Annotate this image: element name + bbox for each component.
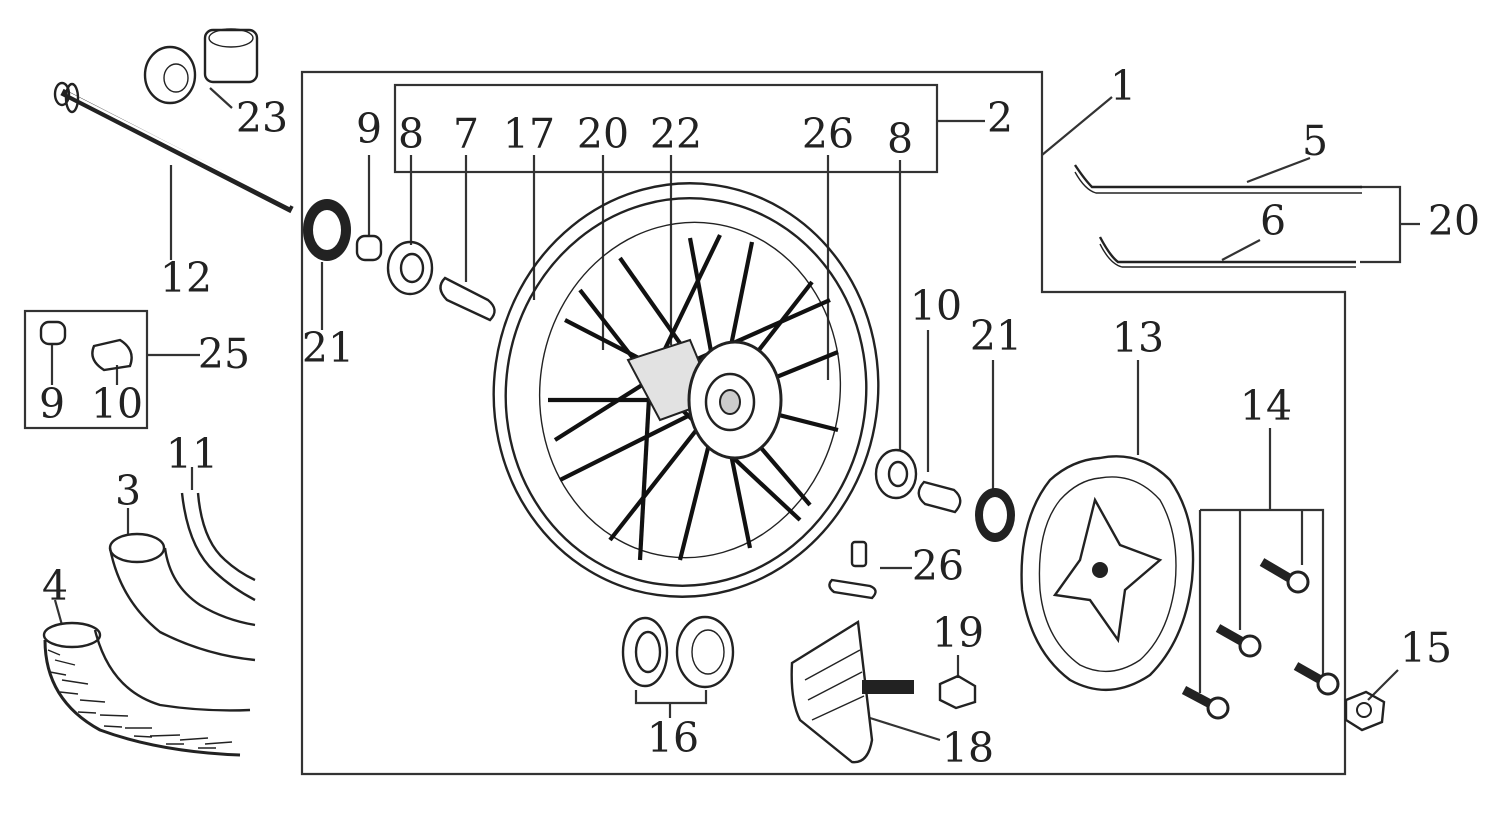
callout-9-box: 9 bbox=[39, 380, 65, 428]
callout-17: 17 bbox=[503, 110, 555, 158]
axle-icon bbox=[53, 81, 294, 214]
callout-18: 18 bbox=[942, 724, 994, 772]
callout-21-left: 21 bbox=[302, 324, 354, 372]
bearing-right-icon bbox=[874, 448, 1015, 542]
callout-25: 25 bbox=[198, 330, 250, 378]
callout-21-right: 21 bbox=[970, 312, 1022, 360]
valve-icon bbox=[828, 540, 877, 600]
oil-seal-left-icon bbox=[303, 199, 351, 261]
callout-12: 12 bbox=[160, 254, 212, 302]
assembly-frame bbox=[23, 70, 1347, 776]
collar-kit-icon bbox=[39, 320, 133, 372]
callout-8-right: 8 bbox=[887, 115, 913, 163]
disc-bolts-icon bbox=[1181, 558, 1340, 720]
callout-3: 3 bbox=[115, 467, 141, 515]
tire-icon bbox=[42, 621, 251, 757]
washer-icon bbox=[621, 615, 735, 689]
rim-lock-nut-icon bbox=[938, 674, 977, 710]
callout-26-valve: 26 bbox=[912, 542, 964, 590]
callout-11: 11 bbox=[166, 430, 218, 478]
callout-9-top: 9 bbox=[356, 105, 382, 153]
rim-band-icon bbox=[180, 492, 256, 602]
callout-20-top: 20 bbox=[577, 110, 629, 158]
wheel-icon bbox=[492, 182, 880, 598]
callout-15: 15 bbox=[1400, 624, 1452, 672]
callout-20-right: 20 bbox=[1428, 197, 1480, 245]
callout-4: 4 bbox=[42, 562, 68, 610]
callout-8-left: 8 bbox=[398, 110, 424, 158]
spoke-nipple-icon bbox=[143, 28, 259, 105]
callout-23: 23 bbox=[236, 94, 288, 142]
callout-10-right: 10 bbox=[910, 282, 962, 330]
callout-1: 1 bbox=[1110, 62, 1136, 110]
callout-6: 6 bbox=[1260, 197, 1286, 245]
callout-13: 13 bbox=[1112, 314, 1164, 362]
axle-nut-icon bbox=[1344, 690, 1386, 732]
callout-10-box: 10 bbox=[91, 380, 143, 428]
tube-icon bbox=[108, 532, 256, 662]
callout-16: 16 bbox=[647, 714, 699, 762]
callout-labels: 1 2 3 4 5 6 7 8 8 9 9 10 10 11 12 13 14 … bbox=[39, 62, 1480, 772]
callout-26-top: 26 bbox=[802, 110, 854, 158]
callout-5: 5 bbox=[1302, 117, 1328, 165]
callout-7: 7 bbox=[453, 110, 479, 158]
callout-19: 19 bbox=[932, 609, 984, 657]
rim-lock-icon bbox=[790, 619, 914, 764]
callout-22: 22 bbox=[650, 110, 702, 158]
callout-2: 2 bbox=[987, 94, 1013, 142]
spoke-icon bbox=[1074, 164, 1362, 268]
callout-14: 14 bbox=[1240, 382, 1292, 430]
bearing-icon bbox=[355, 234, 496, 322]
brake-disc-icon bbox=[1020, 455, 1195, 691]
